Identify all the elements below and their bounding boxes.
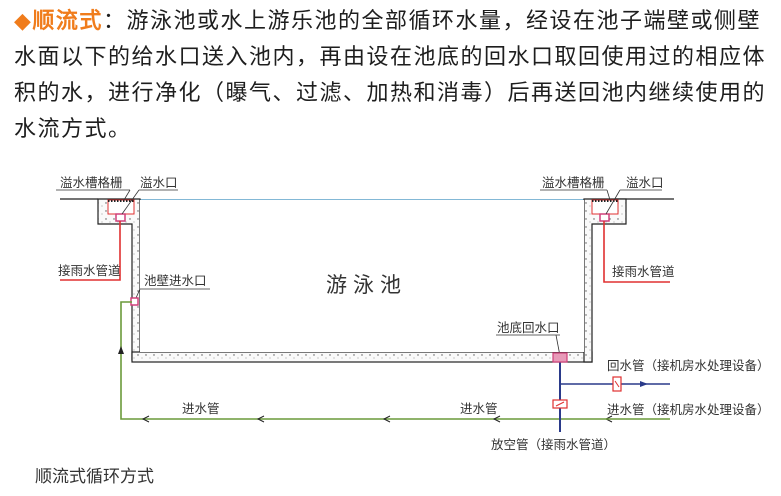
arrow-right-icon — [640, 381, 648, 387]
description-line-3: 积的水，进行净化（曝气、过滤、加热和消毒）后再送回池内继续使用的 — [14, 81, 767, 106]
label-rain-pipe-left: 接雨水管道 — [58, 263, 121, 278]
pool-structure — [97, 198, 627, 363]
label-inlet-pipe-mid: 进水管 — [460, 401, 498, 416]
diamond-bullet-icon: ◆ — [14, 9, 33, 34]
description-paragraph: ◆顺流式：游泳池或水上游乐池的全部循环水量，经设在池子端壁或侧壁 水面以下的给水… — [14, 4, 774, 148]
arrow-up-icon — [118, 346, 124, 354]
wall-inlet-fitting — [130, 297, 139, 306]
rain-pipe-left — [60, 221, 121, 281]
label-inlet-pipe-right: 进水管（接机房水处理设备） — [607, 402, 770, 417]
description-text-1: ：游泳池或水上游乐池的全部循环水量，经设在池子端壁或侧壁 — [102, 9, 761, 34]
bottom-return-fitting — [552, 352, 568, 363]
label-pool: 游泳池 — [326, 273, 407, 297]
label-overflow-grate-right: 溢水槽格栅 — [542, 175, 605, 190]
label-wall-inlet: 池壁进水口 — [144, 273, 207, 288]
inlet-flow-arrows — [141, 415, 613, 423]
description-line-2: 水面以下的给水口送入池内，再由设在池底的回水口取回使用过的相应体 — [14, 45, 767, 70]
overflow-outlet-right — [599, 213, 610, 222]
term-heading: 顺流式 — [32, 9, 103, 34]
label-overflow-outlet-left: 溢水口 — [140, 175, 178, 190]
description-line-4: 水流方式。 — [14, 117, 132, 142]
description-line-1: ◆顺流式：游泳池或水上游乐池的全部循环水量，经设在池子端壁或侧壁 — [14, 4, 774, 40]
label-rain-pipe-right: 接雨水管道 — [612, 264, 675, 279]
overflow-outlet-left — [115, 213, 126, 222]
label-drain-pipe: 放空管（接雨水管道） — [491, 437, 616, 452]
figure-caption: 顺流式循环方式 — [35, 467, 154, 487]
label-inlet-pipe-left: 进水管 — [182, 401, 220, 416]
label-return-pipe: 回水管（接机房水处理设备） — [607, 358, 770, 373]
label-bottom-return: 池底回水口 — [497, 320, 560, 335]
inlet-pipe — [120, 301, 571, 420]
label-overflow-outlet-right: 溢水口 — [626, 175, 664, 190]
rain-pipe-right — [603, 221, 670, 283]
label-overflow-grate-left: 溢水槽格栅 — [60, 175, 123, 190]
